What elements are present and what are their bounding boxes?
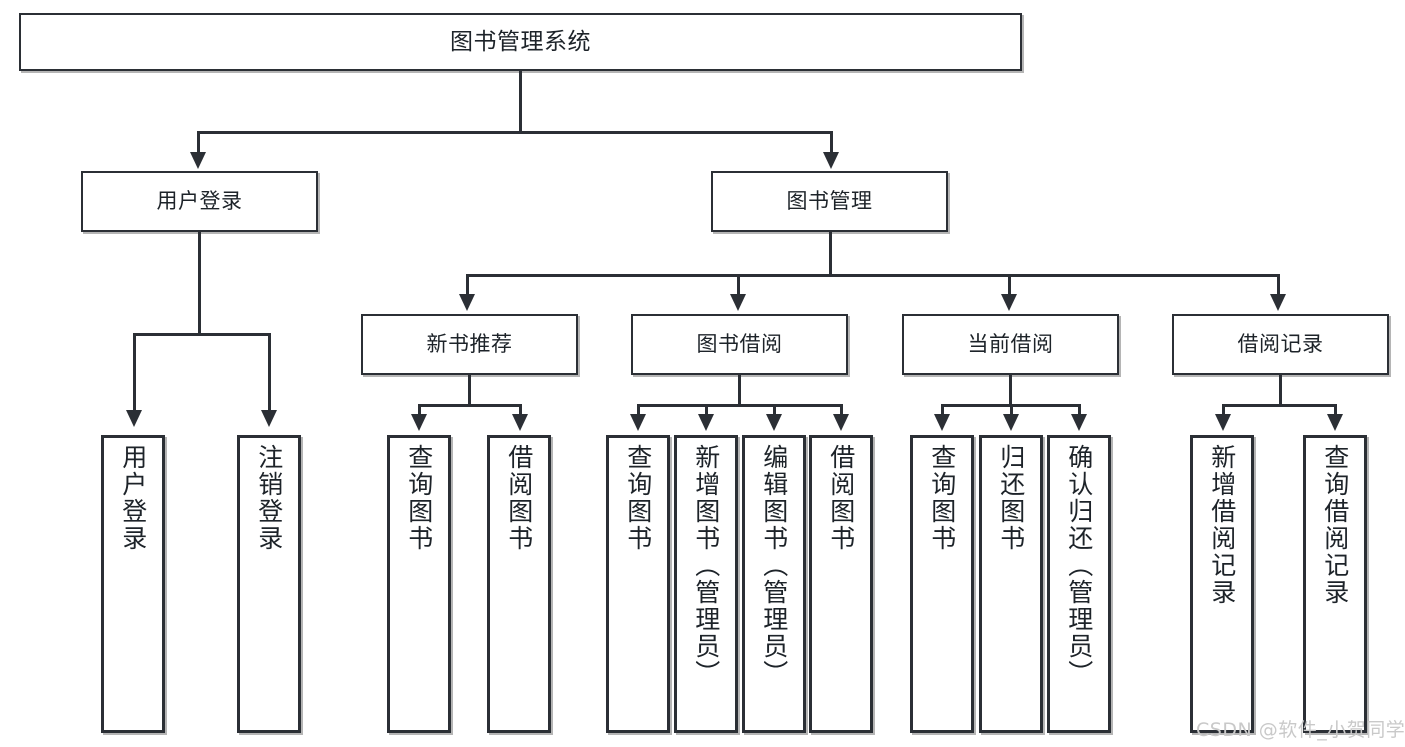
arrow-to-leaf-cb-1 — [934, 414, 950, 431]
arrow-to-leaf-nb-2 — [512, 414, 528, 431]
connector-user-login-child-2 — [268, 333, 271, 415]
leaf-label: 查询图书 — [404, 444, 434, 552]
arrow-to-user-login — [190, 152, 206, 169]
leaf-edit-book-admin[interactable]: 编辑图书（管理员） — [742, 435, 806, 733]
node-new-book-recommend[interactable]: 新书推荐 — [361, 314, 578, 375]
leaf-label: 借阅图书 — [504, 444, 534, 552]
connector-bm-child-2 — [737, 274, 740, 299]
connector-user-login-bus — [133, 333, 270, 336]
connector-bm-child-3 — [1008, 274, 1011, 299]
leaf-query-book-current[interactable]: 查询图书 — [910, 435, 974, 733]
connector-bb-child-4 — [840, 404, 843, 418]
leaf-return-book[interactable]: 归还图书 — [979, 435, 1043, 733]
arrow-to-leaf-user-login — [126, 410, 142, 427]
leaf-borrow-book-bb[interactable]: 借阅图书 — [809, 435, 873, 733]
leaf-query-borrow-record[interactable]: 查询借阅记录 — [1303, 435, 1367, 733]
arrow-to-leaf-bb-3 — [766, 414, 782, 431]
arrow-to-leaf-cb-2 — [1003, 414, 1019, 431]
leaf-label: 新增图书（管理员） — [691, 444, 721, 687]
node-label: 图书管理系统 — [450, 28, 591, 55]
arrow-to-leaf-cb-3 — [1071, 414, 1087, 431]
node-label: 用户登录 — [156, 189, 243, 214]
arrow-to-book-borrow — [730, 294, 746, 311]
leaf-query-book-borrow[interactable]: 查询图书 — [606, 435, 670, 733]
node-current-borrow[interactable]: 当前借阅 — [902, 314, 1119, 375]
connector-br-bus — [1222, 404, 1337, 407]
node-label: 当前借阅 — [967, 332, 1054, 357]
arrow-to-leaf-logout — [261, 410, 277, 427]
arrow-to-leaf-bb-4 — [833, 414, 849, 431]
leaf-label: 编辑图书（管理员） — [759, 444, 789, 687]
node-borrow-record[interactable]: 借阅记录 — [1172, 314, 1389, 375]
arrow-to-book-management — [823, 152, 839, 169]
leaf-label: 确认归还（管理员） — [1064, 444, 1094, 687]
connector-book-management-bus — [466, 274, 1280, 277]
connector-root-to-user-login — [197, 131, 200, 163]
leaf-confirm-return-admin[interactable]: 确认归还（管理员） — [1047, 435, 1111, 733]
arrow-to-leaf-bb-1 — [630, 414, 646, 431]
connector-user-login-child-1 — [133, 333, 136, 415]
node-label: 图书借阅 — [696, 332, 783, 357]
node-label: 图书管理 — [786, 189, 873, 214]
connector-cb-trunk — [1009, 375, 1012, 407]
leaf-label: 归还图书 — [996, 444, 1026, 552]
connector-root-bus — [197, 131, 833, 134]
node-book-borrow[interactable]: 图书借阅 — [631, 314, 848, 375]
connector-br-child-1 — [1222, 404, 1225, 418]
connector-bm-child-1 — [466, 274, 469, 299]
connector-bb-child-1 — [637, 404, 640, 418]
connector-user-login-trunk — [198, 232, 201, 336]
connector-book-management-trunk — [829, 232, 832, 277]
arrow-to-leaf-br-2 — [1327, 414, 1343, 431]
arrow-to-leaf-br-1 — [1215, 414, 1231, 431]
leaf-label: 查询借阅记录 — [1320, 444, 1350, 606]
leaf-query-book-newbook[interactable]: 查询图书 — [387, 435, 451, 733]
leaf-user-login[interactable]: 用户登录 — [101, 435, 165, 733]
csdn-watermark: CSDN @软件_小贺同学 — [1196, 719, 1405, 741]
arrow-to-leaf-bb-2 — [698, 414, 714, 431]
connector-nb-trunk — [468, 375, 471, 407]
leaf-add-borrow-record[interactable]: 新增借阅记录 — [1190, 435, 1254, 733]
connector-root-trunk — [519, 71, 522, 133]
connector-bb-child-3 — [773, 404, 776, 418]
connector-cb-child-1 — [941, 404, 944, 418]
connector-br-trunk — [1279, 375, 1282, 407]
connector-bm-child-4 — [1277, 274, 1280, 299]
leaf-label: 用户登录 — [118, 444, 148, 552]
node-label: 借阅记录 — [1237, 332, 1324, 357]
leaf-label: 查询图书 — [927, 444, 957, 552]
connector-bb-child-2 — [705, 404, 708, 418]
node-book-management[interactable]: 图书管理 — [711, 171, 948, 232]
leaf-label: 查询图书 — [623, 444, 653, 552]
leaf-label: 借阅图书 — [826, 444, 856, 552]
arrow-to-new-book-recommend — [459, 294, 475, 311]
connector-bb-bus — [637, 404, 843, 407]
leaf-logout[interactable]: 注销登录 — [237, 435, 301, 733]
arrow-to-leaf-nb-1 — [411, 414, 427, 431]
connector-root-to-book-management — [830, 131, 833, 163]
leaf-add-book-admin[interactable]: 新增图书（管理员） — [674, 435, 738, 733]
connector-cb-child-2 — [1010, 404, 1013, 418]
connector-nb-child-2 — [519, 404, 522, 418]
connector-br-child-2 — [1334, 404, 1337, 418]
arrow-to-current-borrow — [1001, 294, 1017, 311]
connector-nb-bus — [418, 404, 522, 407]
node-user-login[interactable]: 用户登录 — [81, 171, 318, 232]
leaf-borrow-book-newbook[interactable]: 借阅图书 — [487, 435, 551, 733]
arrow-to-borrow-record — [1270, 294, 1286, 311]
node-label: 新书推荐 — [426, 332, 513, 357]
node-root-book-management-system[interactable]: 图书管理系统 — [19, 13, 1022, 71]
leaf-label: 新增借阅记录 — [1207, 444, 1237, 606]
leaf-label: 注销登录 — [254, 444, 284, 552]
connector-nb-child-1 — [418, 404, 421, 418]
connector-cb-child-3 — [1078, 404, 1081, 418]
connector-bb-trunk — [738, 375, 741, 407]
